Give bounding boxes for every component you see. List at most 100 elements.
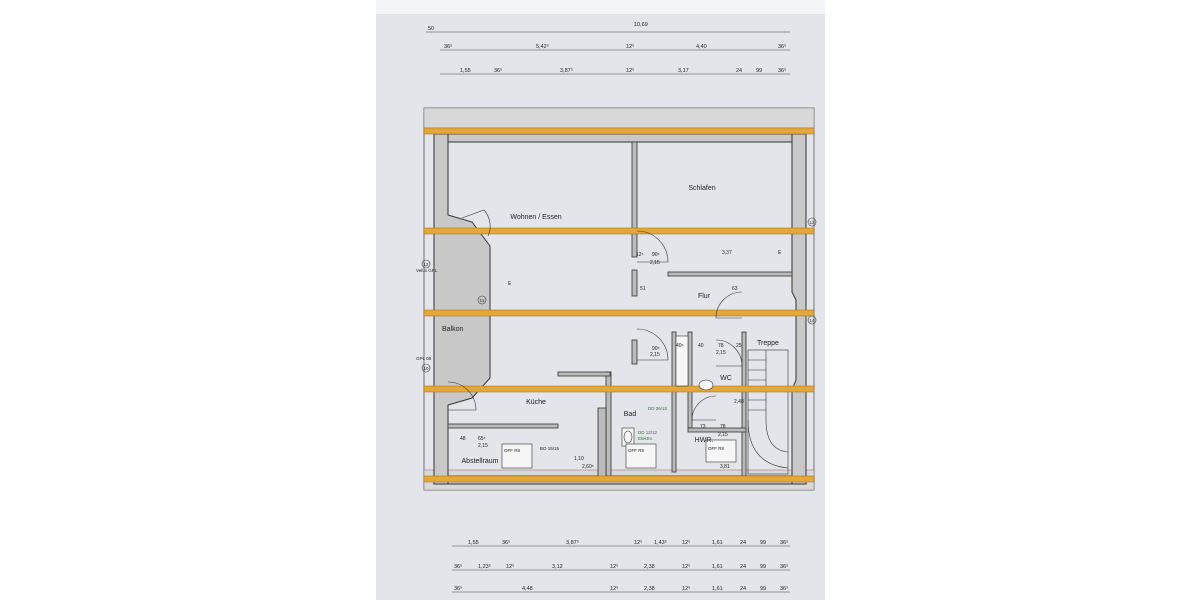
bottom-dimension-chain (452, 545, 790, 593)
window-marker-10: 10 (423, 366, 429, 371)
bad-vent-label-2: DD 12/12 (638, 430, 658, 435)
dim-abst-door-height: 2,15 (478, 443, 488, 449)
top-dim-3a: 1,55 (460, 68, 471, 74)
top-dim-2c: 12⁵ (626, 43, 634, 50)
bottom-dim-2e: 12⁵ (610, 563, 618, 570)
bottom-dim-2f: 2,38 (644, 564, 655, 570)
dim-flur-door-width: 90⁵ (652, 252, 660, 258)
floor-plan-drawing: 50 10,69 36⁵ 5,42⁵ 12⁵ 4,40 36⁵ 1,55 36⁵… (376, 0, 825, 593)
dim-wc-2: 78 (718, 343, 724, 349)
room-label-bad: Bad (624, 411, 637, 418)
room-label-balkon: Balkon (442, 326, 464, 333)
dim-abst-1: 48 (460, 436, 466, 442)
bottom-dim-1g: 1,61 (712, 540, 723, 546)
dim-flur-mid: 51 (640, 286, 646, 292)
bottom-dim-2b: 1,23⁵ (478, 563, 491, 570)
bottom-dim-3h: 99 (760, 586, 766, 592)
dim-abst-2: 65⁵ (478, 436, 486, 442)
roof-beams (423, 127, 815, 483)
bottom-dim-2g: 12⁵ (682, 563, 690, 570)
bottom-dim-1c: 3,87⁵ (566, 539, 579, 546)
top-dimension-chain (426, 31, 790, 75)
bottom-dim-1b: 36⁵ (502, 539, 510, 546)
dim-hwr-2: 78 (720, 424, 726, 430)
room-label-wc: WC (720, 375, 732, 382)
dim-wc-1: 40 (698, 343, 704, 349)
staircase (747, 349, 789, 475)
roof-overhang-top (423, 107, 815, 129)
marker-e-left: E (508, 281, 512, 287)
top-dim-1b: 10,69 (634, 22, 648, 28)
bad-vent-label: DD 36/15 (648, 406, 668, 411)
paper-top-edge (376, 0, 825, 14)
bottom-dim-1j: 36⁵ (780, 539, 788, 546)
bottom-dim-2k: 36⁵ (780, 563, 788, 570)
bottom-dim-1h: 24 (740, 540, 746, 546)
bottom-dim-1a: 1,55 (468, 540, 479, 546)
abst-box-label: OFF R8 (504, 448, 520, 453)
top-dim-3f: 24 (736, 68, 742, 74)
top-dim-2d: 4,40 (696, 44, 707, 50)
dim-wc-door-height: 2,15 (716, 350, 726, 356)
top-dim-3e: 3,17 (678, 68, 689, 74)
bottom-dim-2j: 99 (760, 564, 766, 570)
dim-hwr-width: 3,81 (720, 464, 730, 470)
bottom-dim-1e: 1,43⁵ (654, 539, 667, 546)
dim-bad-door: 40⁶ (676, 343, 684, 349)
dim-flur-extra: 63 (732, 286, 738, 292)
bottom-dim-2i: 24 (740, 564, 746, 570)
room-label-kueche: Küche (526, 399, 546, 406)
plan-sheet: 50 10,69 36⁵ 5,42⁵ 12⁵ 4,40 36⁵ 1,55 36⁵… (376, 0, 825, 600)
bad-elektro-label: Elektro (638, 436, 653, 441)
bottom-dim-3c: 12⁵ (610, 585, 618, 592)
room-label-wohnen: Wohnen / Essen (510, 214, 561, 221)
bottom-dim-3f: 1,61 (712, 586, 723, 592)
top-dim-2a: 36⁵ (444, 43, 452, 50)
bottom-dim-3e: 12⁵ (682, 585, 690, 592)
dim-hwr-1: 73 (700, 424, 706, 430)
hwr-box-label: OFF R8 (708, 446, 724, 451)
top-dim-3h: 36⁵ (778, 67, 786, 74)
marker-e-right: E (778, 250, 782, 256)
bottom-dim-3g: 24 (740, 586, 746, 592)
dim-kueche-door-width: 90⁵ (652, 346, 660, 352)
top-dim-3c: 3,87⁵ (560, 67, 573, 74)
top-dim-3b: 36⁵ (494, 67, 502, 74)
room-label-treppe: Treppe (757, 340, 779, 347)
dim-kueche-side: 1,10 (574, 456, 584, 462)
door-swings (447, 209, 743, 421)
bottom-dim-2d: 3,12 (552, 564, 563, 570)
bathroom-fixtures (501, 335, 737, 469)
top-dim-3g: 99 (756, 68, 762, 74)
kueche-vent-label: BO 15/15 (540, 446, 560, 451)
dim-hwr-door-height: 2,15 (718, 432, 728, 438)
velux-label-2: GPL 08 (416, 356, 432, 361)
dim-flur-wall: 12⁵ (636, 252, 644, 258)
window-marker-13: 13 (809, 220, 815, 225)
bottom-dim-2h: 1,61 (712, 564, 723, 570)
dim-flur-door-height: 2,15 (650, 260, 660, 266)
bottom-dim-1d: 12⁵ (634, 539, 642, 546)
top-dim-2b: 5,42⁵ (536, 43, 549, 50)
room-label-hwr: HWR. (695, 437, 714, 444)
window-marker-14: 14 (809, 318, 815, 323)
window-markers (421, 217, 817, 373)
window-marker-11: 11 (480, 298, 485, 303)
bottom-dim-3a: 36⁵ (454, 585, 462, 592)
outer-walls (433, 133, 807, 485)
inner-walls (447, 141, 793, 479)
top-dim-1a: 50 (428, 26, 434, 32)
dim-wc-3: 25 (736, 343, 742, 349)
top-dim-2e: 36⁵ (778, 43, 786, 50)
bottom-dim-2a: 36⁵ (454, 563, 462, 570)
window-marker-12: 12 (423, 262, 429, 267)
bottom-dim-3d: 2,38 (644, 586, 655, 592)
bottom-dim-1f: 12⁵ (682, 539, 690, 546)
bad-box-label: OFF R8 (628, 448, 644, 453)
dim-flur-right: 3,37 (722, 250, 732, 256)
bottom-dim-1i: 99 (760, 540, 766, 546)
bottom-dim-3b: 4,48 (522, 586, 533, 592)
dim-kueche: 2,60⁵ (582, 464, 594, 470)
room-label-flur: Flur (698, 293, 711, 300)
room-label-abstellraum: Abstellraum (462, 458, 499, 465)
